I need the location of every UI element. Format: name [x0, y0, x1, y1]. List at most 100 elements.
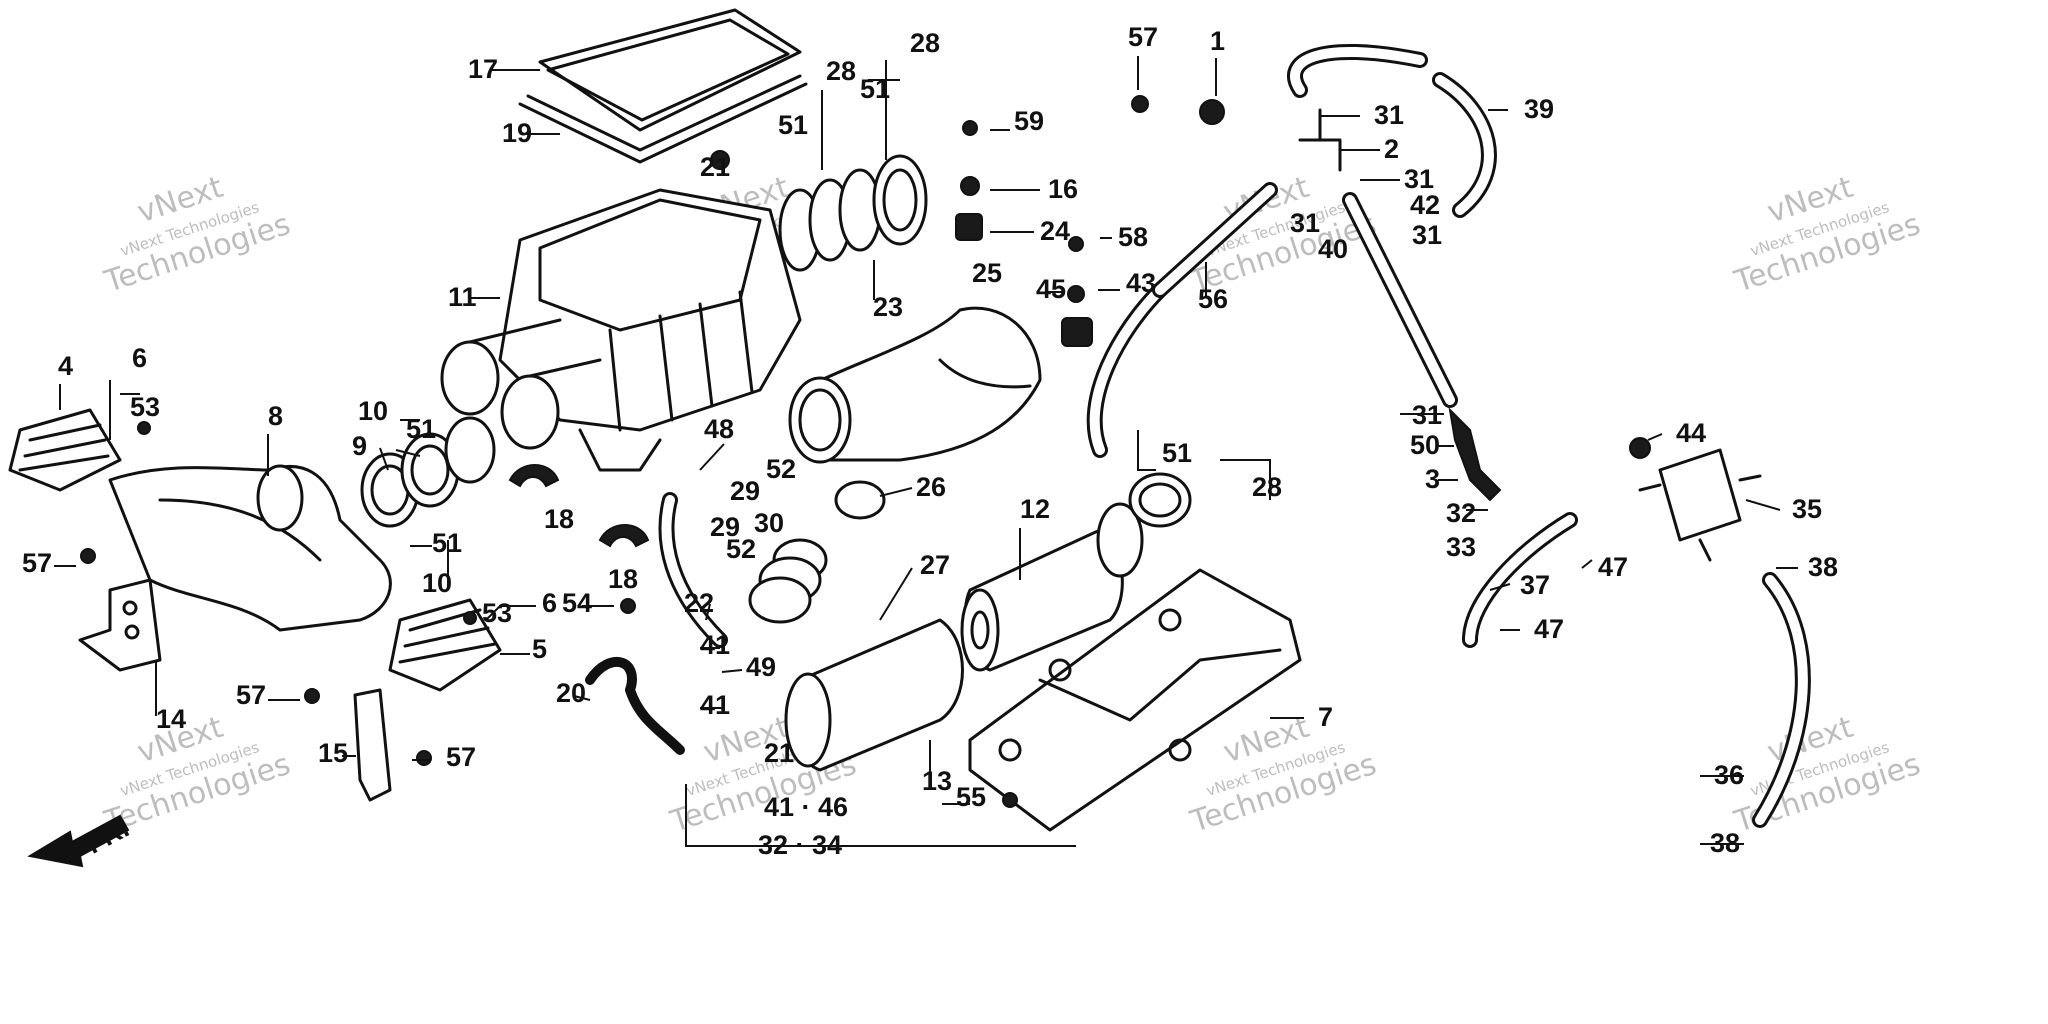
callout-c13: 13	[922, 766, 952, 796]
callout-c14: 14	[156, 704, 186, 734]
callout-c31e: 31	[1412, 400, 1442, 430]
callout-c22: 22	[684, 588, 714, 618]
inlet-duct-part	[788, 306, 1042, 464]
callout-c47b: 47	[1534, 614, 1564, 644]
callout-c58: 58	[1118, 222, 1148, 252]
callout-c29a: 29	[730, 476, 760, 506]
callout-c27: 27	[920, 550, 950, 580]
callout-c42: 42	[1410, 190, 1440, 220]
callout-c31b: 31	[1290, 208, 1320, 238]
callout-c51c: 51	[406, 414, 436, 444]
solenoid-valve-part	[1462, 437, 1811, 828]
callout-c26: 26	[916, 472, 946, 502]
callout-c47a: 47	[1598, 552, 1628, 582]
callout-c53b: 53	[482, 598, 512, 628]
callout-c3233: 32	[1446, 498, 1476, 528]
callout-c17: 17	[468, 54, 498, 84]
callout-c49: 49	[746, 652, 776, 682]
callout-c57d: 57	[446, 742, 476, 772]
callout-c10b: 10	[422, 568, 452, 598]
air-cleaner-case-part	[440, 188, 802, 472]
callout-c2: 2	[1384, 134, 1399, 164]
callout-c11: 11	[448, 282, 477, 312]
callout-c39: 39	[1524, 94, 1554, 124]
callout-c15: 15	[318, 738, 348, 768]
heat-shield-part	[968, 568, 1302, 832]
callout-label-layer: 1234566789101011121314151617181819202121…	[22, 22, 1838, 860]
callout-c44: 44	[1676, 418, 1706, 448]
callout-c37: 37	[1520, 570, 1550, 600]
ring-set-part	[748, 480, 886, 624]
callout-c53a: 53	[130, 392, 160, 422]
intake-manifold-part	[8, 408, 502, 692]
callout-c57a: 57	[1128, 22, 1158, 52]
callout-c3: 3	[1425, 464, 1440, 494]
callout-c41a: 41	[700, 630, 730, 660]
callout-c51a: 51	[860, 74, 890, 104]
callout-c31c: 31	[1404, 164, 1434, 194]
callout-c36: 36	[1714, 760, 1744, 790]
callout-c30: 30	[754, 508, 784, 538]
vacuum-tube-part	[1086, 43, 1497, 458]
callout-c57b: 57	[22, 548, 52, 578]
callout-c54: 54	[562, 588, 592, 618]
callout-c28c: 28	[1252, 472, 1282, 502]
callout-c41b: 41	[700, 690, 730, 720]
callout-c21b: 21	[764, 738, 794, 768]
callout-c1: 1	[1210, 26, 1225, 56]
callout-c52b: 52	[726, 534, 756, 564]
callout-c4: 4	[58, 351, 73, 381]
rubber-piece-part	[508, 464, 650, 548]
callout-c33: 33	[1446, 532, 1476, 562]
clamp-left-part	[360, 416, 496, 528]
filter-cover-part	[518, 8, 808, 164]
bracket-part	[78, 578, 392, 802]
fastener-set	[80, 95, 1225, 808]
callout-c56: 56	[1198, 284, 1228, 314]
clamp-right-part	[1128, 472, 1192, 528]
callout-c7: 7	[1318, 702, 1333, 732]
callout-c25: 25	[972, 258, 1002, 288]
callout-c28b: 28	[910, 28, 940, 58]
callout-c21a: 21	[700, 152, 730, 182]
callout-c43: 43	[1126, 268, 1156, 298]
callout-c5: 5	[532, 634, 547, 664]
callout-c55: 55	[956, 782, 986, 812]
callout-c19: 19	[502, 118, 532, 148]
callout-c48: 48	[704, 414, 734, 444]
callout-c38b: 38	[1710, 828, 1740, 858]
filter-element-part	[784, 502, 1144, 772]
callout-c29b: 29	[710, 512, 740, 542]
callout-c18b: 18	[608, 564, 638, 594]
callout-c59: 59	[1014, 106, 1044, 136]
callout-c51e: 51	[1162, 438, 1192, 468]
callout-c10a: 10	[358, 396, 388, 426]
callout-c16: 16	[1048, 174, 1078, 204]
callout-c6b: 6	[542, 588, 557, 618]
callout-c38a: 38	[1808, 552, 1838, 582]
callout-c23: 23	[873, 292, 903, 322]
callout-c28a: 28	[826, 56, 856, 86]
callout-c12: 12	[1020, 494, 1050, 524]
duct-rings-top-part	[778, 154, 928, 272]
callout-c40: 40	[1318, 234, 1348, 264]
callout-c24: 24	[1040, 216, 1070, 246]
callout-c3234: 32 · 34	[758, 830, 842, 860]
callout-c6a: 6	[132, 343, 147, 373]
breather-hose-part	[658, 492, 728, 648]
callout-c8: 8	[268, 401, 283, 431]
callout-c57c: 57	[236, 680, 266, 710]
callout-c9: 9	[352, 431, 367, 461]
callout-c20: 20	[556, 678, 586, 708]
callout-c31a: 31	[1374, 100, 1404, 130]
callout-c51d: 51	[432, 528, 462, 558]
callout-c52a: 52	[766, 454, 796, 484]
callout-c50: 50	[1410, 430, 1440, 460]
callout-c51b: 51	[778, 110, 808, 140]
callout-c4146: 41 · 46	[764, 792, 848, 822]
